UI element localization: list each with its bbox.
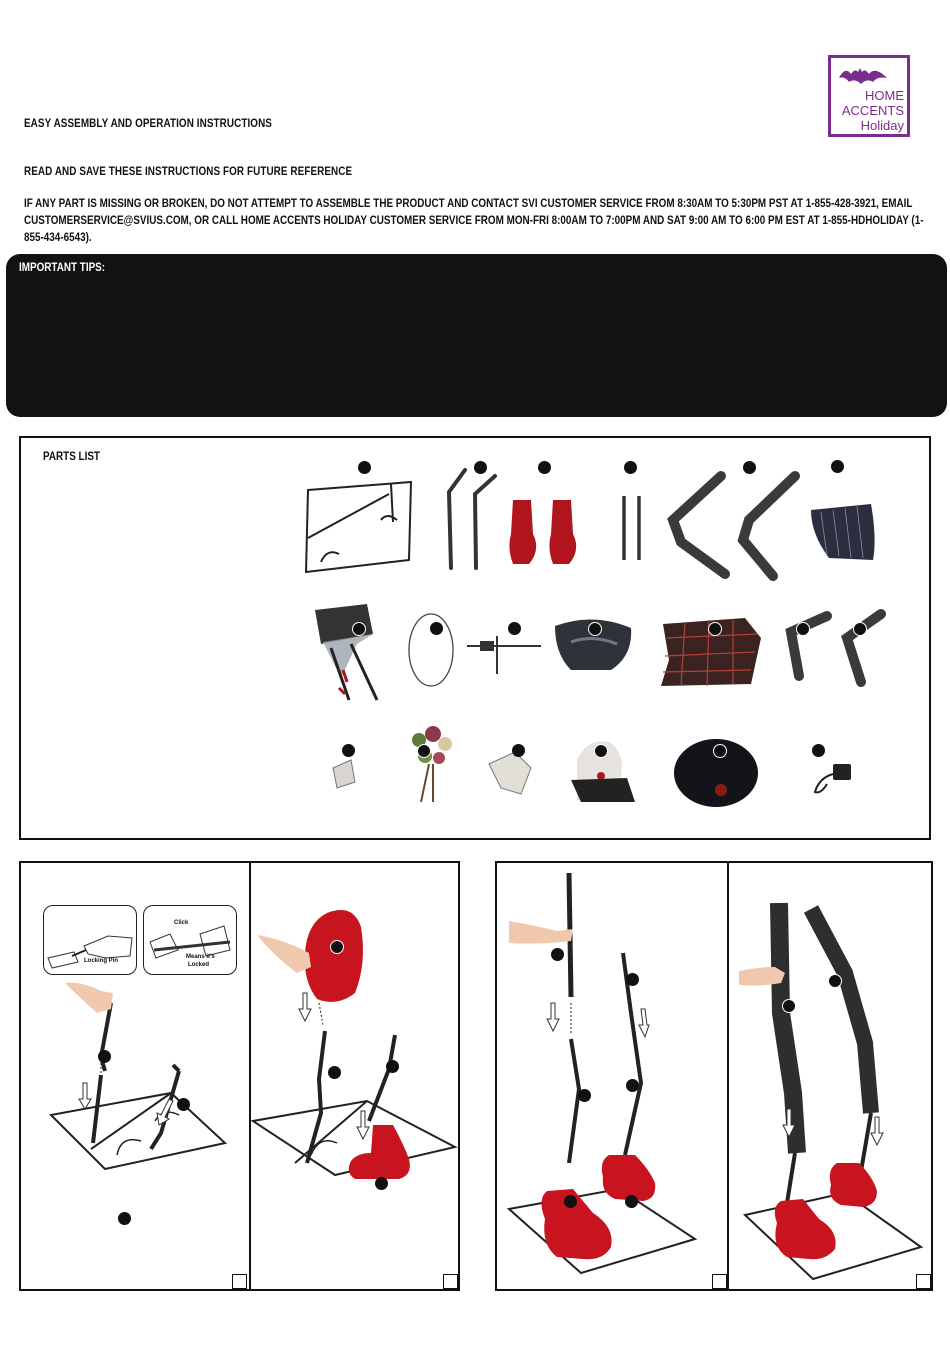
part-number-dot: [626, 973, 639, 986]
logo-line-accents: ACCENTS: [841, 103, 904, 118]
part-number-dot: [118, 1212, 131, 1225]
click-label: Click: [174, 920, 189, 926]
step-divider: [249, 863, 251, 1289]
part-number-dot: [98, 1050, 111, 1063]
part-number-dot: [782, 999, 796, 1013]
step-1-checkbox[interactable]: [232, 1274, 247, 1289]
padded-arm-tubes-part: [667, 471, 800, 581]
logo-line-home: HOME: [865, 88, 904, 103]
part-number-dot: [743, 461, 756, 474]
locking-pin-callout: Locking Pin: [43, 905, 137, 975]
steps-panel-1-2: Locking Pin Click Means it's Locked: [19, 861, 460, 1291]
steps-panel-3-4: [495, 861, 933, 1291]
part-number-dot: [474, 461, 487, 474]
step-3-4-illustration: [506, 872, 924, 1281]
step-4-checkbox[interactable]: [916, 1274, 931, 1289]
part-number-dot: [328, 1066, 341, 1079]
part-number-dot: [625, 1195, 638, 1208]
black-hat-part: [674, 739, 758, 807]
part-number-dot: [551, 948, 564, 961]
skeleton-hand-right-part: [488, 751, 532, 795]
part-number-dot: [342, 744, 355, 757]
part-number-dot: [417, 744, 431, 758]
parts-list-box: PARTS LIST: [19, 436, 931, 840]
means-locked-label-2: Locked: [188, 962, 210, 968]
part-number-dot: [626, 1079, 639, 1092]
part-number-dot: [588, 622, 602, 636]
home-accents-holiday-logo: HOME ACCENTS Holiday: [828, 55, 910, 137]
important-tips-panel: IMPORTANT TIPS:: [6, 254, 947, 417]
part-number-dot: [538, 461, 551, 474]
clown-head-part: [571, 741, 635, 802]
wire-ring-part: [408, 613, 454, 687]
base-frame-part: [304, 480, 413, 574]
part-number-dot: [352, 622, 366, 636]
short-rods-part: [622, 496, 641, 560]
important-tips-label: IMPORTANT TIPS:: [19, 262, 106, 274]
part-number-dot: [796, 622, 810, 636]
part-number-dot: [578, 1089, 591, 1102]
part-number-dot: [177, 1098, 190, 1111]
part-number-dot: [358, 461, 371, 474]
parts-illustrations: [304, 468, 886, 807]
save-notice: READ AND SAVE THESE INSTRUCTIONS FOR FUT…: [24, 166, 353, 178]
leg-rod-part: [446, 468, 497, 570]
means-locked-label-1: Means it's: [186, 954, 215, 960]
part-number-dot: [708, 622, 722, 636]
part-number-dot: [430, 622, 443, 635]
red-shoes-part: [509, 500, 577, 564]
plaid-shirt-part: [661, 618, 761, 687]
skeleton-hand-left-part: [332, 759, 356, 789]
part-number-dot: [624, 461, 637, 474]
parts-list-label: PARTS LIST: [43, 451, 100, 463]
arm-bracket-part: [467, 636, 541, 674]
part-number-dot: [812, 744, 825, 757]
part-number-dot: [330, 940, 344, 954]
step-3-checkbox[interactable]: [712, 1274, 727, 1289]
part-number-dot: [512, 744, 525, 757]
pants-cloth-part: [811, 504, 875, 560]
part-number-dot: [375, 1177, 388, 1190]
part-number-dot: [828, 974, 842, 988]
bat-icon: [839, 68, 887, 84]
padded-arms-part: [785, 609, 886, 687]
contact-notice: IF ANY PART IS MISSING OR BROKEN, DO NOT…: [24, 198, 924, 244]
part-number-dot: [831, 460, 844, 473]
part-number-dot: [594, 744, 608, 758]
part-number-dot: [386, 1060, 399, 1073]
step-1-2-illustration: [48, 910, 458, 1179]
locking-pin-label: Locking Pin: [84, 958, 119, 964]
clown-mask-top-part: [555, 619, 632, 670]
click-locked-callout: Click Means it's Locked: [143, 905, 237, 975]
part-number-dot: [853, 622, 867, 636]
step-divider: [727, 863, 729, 1289]
document-title: EASY ASSEMBLY AND OPERATION INSTRUCTIONS: [24, 118, 272, 130]
flower-bouquet-part: [412, 726, 452, 803]
step-2-checkbox[interactable]: [443, 1274, 458, 1289]
part-number-dot: [564, 1195, 577, 1208]
part-number-dot: [713, 744, 727, 758]
torso-frame-part: [315, 604, 379, 701]
part-number-dot: [508, 622, 521, 635]
power-adapter-part: [813, 764, 851, 794]
logo-line-holiday: Holiday: [860, 118, 904, 133]
